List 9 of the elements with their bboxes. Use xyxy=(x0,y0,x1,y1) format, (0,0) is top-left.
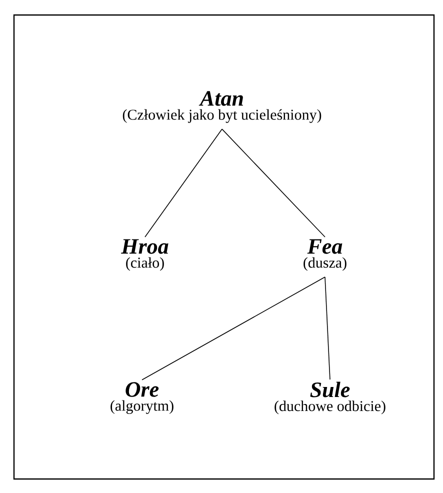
connector-line xyxy=(324,276,330,380)
concept-label: Ore (algorytm) xyxy=(110,382,174,414)
concept-label: Sule (duchowe odbicie) xyxy=(274,382,386,414)
connector-line xyxy=(144,128,222,238)
connector-line xyxy=(142,276,326,380)
concept-label: Fea (dusza) xyxy=(304,239,346,271)
connector-line xyxy=(222,128,326,238)
concept-label: Hroa (ciało) xyxy=(121,239,168,271)
concept-label: Atan (Człowiek jako byt ucieleśniony) xyxy=(122,91,322,123)
